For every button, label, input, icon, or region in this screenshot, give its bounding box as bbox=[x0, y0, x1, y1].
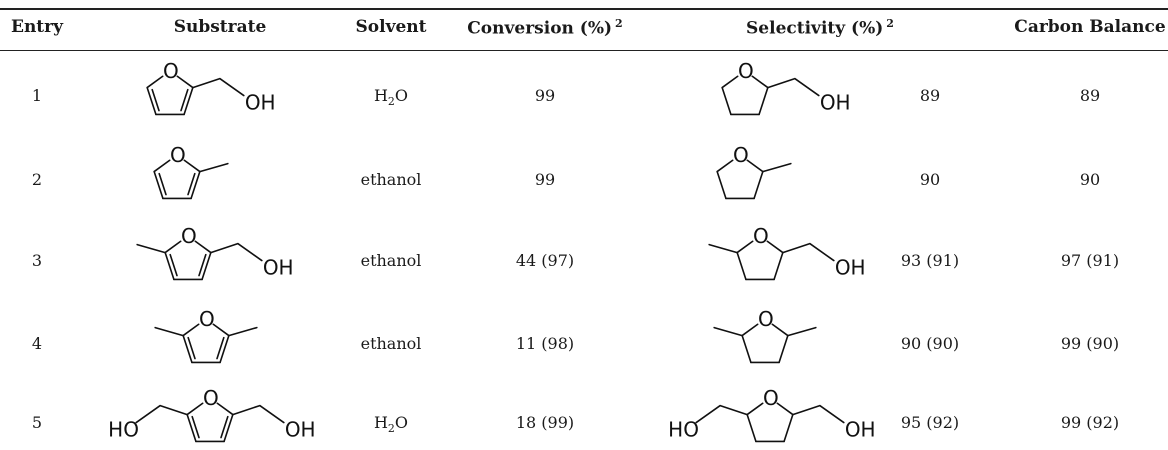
oxygen-atom: O bbox=[753, 224, 769, 248]
methyl-bond bbox=[154, 326, 184, 337]
ring: O bbox=[153, 143, 201, 200]
header-selectivity: Selectivity (%)2 bbox=[710, 17, 930, 39]
selectivity-cell: 93 (91) bbox=[900, 251, 960, 270]
product-structure: O OH HO bbox=[668, 386, 876, 443]
product-structure: O bbox=[716, 143, 792, 200]
methyl-bond bbox=[762, 162, 792, 173]
solvent-cell: ethanol bbox=[360, 170, 422, 189]
header-substrate: Substrate bbox=[173, 17, 267, 37]
ring: O bbox=[721, 59, 769, 116]
substrate-structure: O OH bbox=[136, 224, 294, 281]
substrate-structure: O OH HO bbox=[108, 386, 316, 443]
carbon-balance-cell: 97 (91) bbox=[1060, 251, 1120, 270]
header-rule bbox=[0, 50, 1168, 51]
ring: O bbox=[746, 386, 794, 443]
ring: O bbox=[186, 386, 234, 443]
methyl-bond bbox=[199, 162, 229, 173]
ring: O bbox=[736, 224, 784, 281]
hydroxymethyl-bond bbox=[192, 77, 245, 97]
oxygen-atom: O bbox=[181, 224, 197, 248]
hydroxymethyl-bond bbox=[210, 242, 263, 262]
methyl-bond bbox=[708, 243, 738, 254]
oxygen-atom: O bbox=[738, 59, 754, 83]
hydroxyl-group: HO bbox=[108, 418, 139, 442]
oxygen-atom: O bbox=[758, 307, 774, 331]
product-structure: O OH bbox=[708, 224, 866, 281]
product-structure: O OH bbox=[721, 59, 851, 116]
oxygen-atom: O bbox=[763, 386, 779, 410]
conversion-cell: 99 bbox=[534, 170, 556, 189]
ring: O bbox=[164, 224, 212, 281]
entry-cell: 1 bbox=[31, 86, 43, 105]
top-rule bbox=[0, 8, 1168, 10]
hydroxyl-group: OH bbox=[285, 418, 316, 442]
selectivity-cell: 89 bbox=[919, 86, 941, 105]
hydroxymethyl-bond bbox=[782, 242, 835, 262]
hydroxymethyl-bond bbox=[767, 77, 820, 97]
oxygen-atom: O bbox=[199, 307, 215, 331]
carbon-balance-cell: 99 (92) bbox=[1060, 413, 1120, 432]
substrate-structure: O OH bbox=[146, 59, 276, 116]
carbon-balance-cell: 89 bbox=[1079, 86, 1101, 105]
oxygen-atom: O bbox=[170, 143, 186, 167]
hydroxymethyl-bond bbox=[792, 404, 845, 424]
substrate-structure: O bbox=[153, 143, 229, 200]
hydroxymethyl-bond bbox=[135, 404, 188, 424]
substrate-structure: O bbox=[154, 307, 258, 364]
entry-cell: 4 bbox=[31, 334, 43, 353]
hydroxyl-group: OH bbox=[820, 91, 851, 115]
carbon-balance-cell: 99 (90) bbox=[1060, 334, 1120, 353]
methyl-bond bbox=[787, 326, 817, 337]
header-entry: Entry bbox=[10, 17, 63, 37]
ring: O bbox=[716, 143, 764, 200]
header-carbon-balance: Carbon Balance bbox=[1014, 17, 1166, 37]
conversion-cell: 11 (98) bbox=[515, 334, 575, 353]
hydroxymethyl-bond bbox=[695, 404, 748, 424]
entry-cell: 2 bbox=[31, 170, 43, 189]
selectivity-cell: 95 (92) bbox=[900, 413, 960, 432]
carbon-balance-cell: 90 bbox=[1079, 170, 1101, 189]
ring: O bbox=[182, 307, 230, 364]
hydroxyl-group: OH bbox=[845, 418, 876, 442]
hydroxyl-group: OH bbox=[835, 256, 866, 280]
hydroxymethyl-bond bbox=[232, 404, 285, 424]
solvent-cell: ethanol bbox=[360, 334, 422, 353]
hydroxyl-group: HO bbox=[668, 418, 699, 442]
hydroxyl-group: OH bbox=[263, 256, 294, 280]
ring: O bbox=[741, 307, 789, 364]
ring: O bbox=[146, 59, 194, 116]
methyl-bond bbox=[136, 243, 166, 254]
conversion-cell: 18 (99) bbox=[515, 413, 575, 432]
solvent-cell: H2O bbox=[373, 86, 409, 109]
entry-cell: 3 bbox=[31, 251, 43, 270]
methyl-bond bbox=[713, 326, 743, 337]
conversion-cell: 99 bbox=[534, 86, 556, 105]
selectivity-cell: 90 (90) bbox=[900, 334, 960, 353]
methyl-bond bbox=[228, 326, 258, 337]
selectivity-cell: 90 bbox=[919, 170, 941, 189]
conversion-cell: 44 (97) bbox=[515, 251, 575, 270]
footnote-marker: 2 bbox=[886, 17, 894, 30]
header-selectivity-label: Selectivity (%) bbox=[746, 18, 884, 39]
footnote-marker: 2 bbox=[615, 17, 623, 30]
oxygen-atom: O bbox=[733, 143, 749, 167]
hydroxyl-group: OH bbox=[245, 91, 276, 115]
solvent-cell: ethanol bbox=[360, 251, 422, 270]
header-conversion: Conversion (%)2 bbox=[440, 17, 650, 39]
oxygen-atom: O bbox=[163, 59, 179, 83]
header-solvent: Solvent bbox=[355, 17, 427, 37]
oxygen-atom: O bbox=[203, 386, 219, 410]
solvent-cell: H2O bbox=[373, 413, 409, 436]
entry-cell: 5 bbox=[31, 413, 43, 432]
header-conversion-label: Conversion (%) bbox=[467, 18, 613, 39]
product-structure: O bbox=[713, 307, 817, 364]
